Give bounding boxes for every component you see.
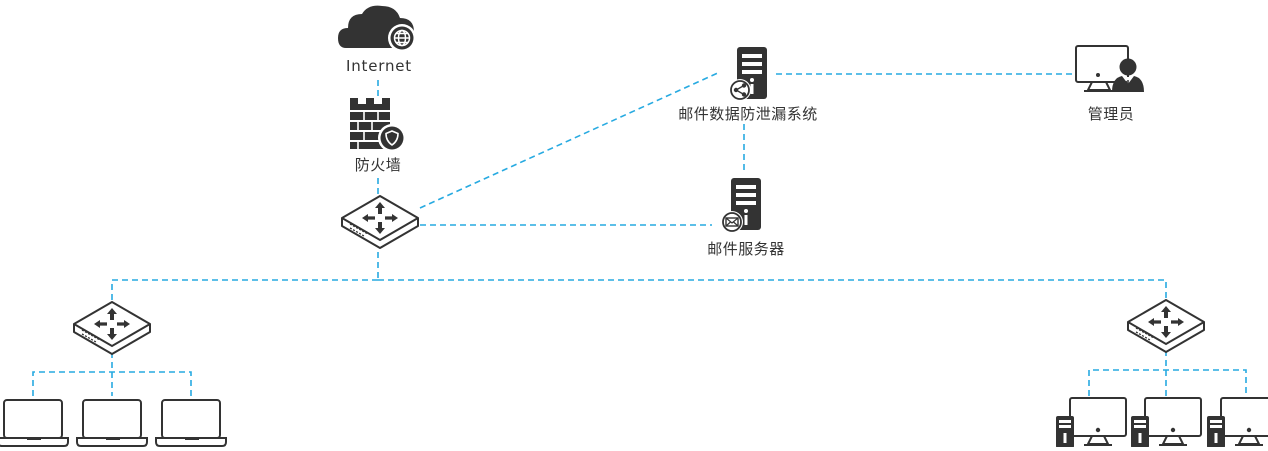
desktop-pc-icon xyxy=(1130,397,1202,449)
right-switch-node[interactable] xyxy=(1127,299,1205,353)
server-share-icon xyxy=(729,47,767,101)
laptop-node[interactable] xyxy=(155,399,227,447)
admin-monitor-icon xyxy=(1075,45,1144,92)
switch-icon xyxy=(341,195,419,249)
desktop-node[interactable] xyxy=(1055,397,1127,449)
laptop-icon xyxy=(76,399,148,447)
cloud-globe-icon xyxy=(338,5,416,52)
firewall-shield-icon xyxy=(350,98,406,152)
desktop-node[interactable] xyxy=(1130,397,1202,449)
laptop-icon xyxy=(0,399,69,447)
core-switch-node[interactable] xyxy=(341,195,419,249)
link-right-switch-desktops xyxy=(1088,369,1247,396)
firewall-label: 防火墙 xyxy=(354,156,402,174)
admin-label: 管理员 xyxy=(1087,105,1135,123)
switch-icon xyxy=(1127,299,1205,353)
link-core-switch-dlp xyxy=(419,71,721,209)
laptop-node[interactable] xyxy=(0,399,69,447)
firewall-node[interactable] xyxy=(350,98,406,152)
dlp-label: 邮件数据防泄漏系统 xyxy=(678,105,818,123)
switch-icon xyxy=(73,301,151,355)
left-switch-node[interactable] xyxy=(73,301,151,355)
mail-server-label: 邮件服务器 xyxy=(707,240,785,258)
laptop-node[interactable] xyxy=(76,399,148,447)
links xyxy=(32,71,1247,396)
dlp-node[interactable] xyxy=(729,47,767,101)
internet-label: Internet xyxy=(346,57,412,75)
desktop-pc-icon xyxy=(1055,397,1127,449)
link-core-to-right-switch xyxy=(378,279,1167,300)
mail-server-node[interactable] xyxy=(721,178,761,233)
admin-node[interactable] xyxy=(1075,45,1144,92)
desktop-node[interactable] xyxy=(1206,397,1268,449)
internet-node[interactable] xyxy=(338,5,416,52)
server-mail-icon xyxy=(721,178,761,233)
desktop-pc-icon xyxy=(1206,397,1268,449)
laptop-icon xyxy=(155,399,227,447)
link-core-to-left-switch xyxy=(111,279,378,302)
